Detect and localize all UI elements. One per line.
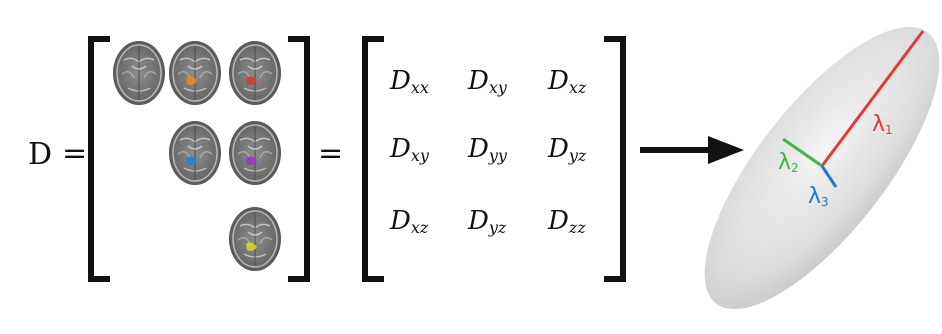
lambda1-subscript: 1	[885, 123, 893, 137]
lambda3-subscript: 3	[821, 195, 829, 209]
lambda3-label: λ3	[808, 184, 829, 209]
lambda1-symbol: λ	[872, 112, 885, 137]
lambda1-label: λ1	[872, 112, 893, 137]
lambda3-symbol: λ	[808, 184, 821, 209]
lambda2-label: λ2	[778, 150, 799, 175]
lambda2-symbol: λ	[778, 150, 791, 175]
lambda2-subscript: 2	[791, 161, 799, 175]
right-arrow-icon	[640, 136, 744, 164]
ellipsoid	[666, 0, 942, 334]
